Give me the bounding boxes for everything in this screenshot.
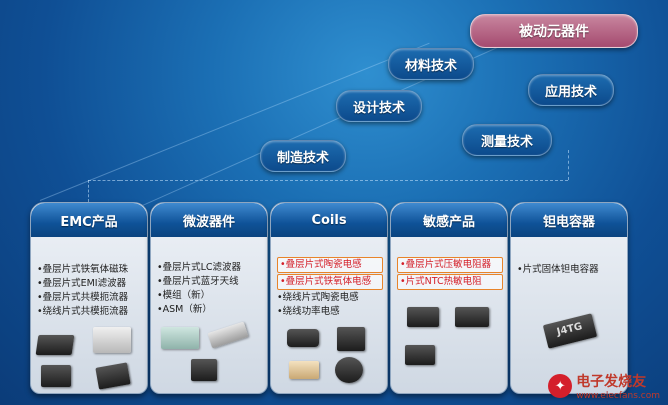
item-list: •叠层片式铁氧体磁珠 •叠层片式EMI滤波器 •叠层片式共模扼流器 •绕线片式共… (31, 263, 147, 319)
branch-label: 材料技术 (404, 58, 457, 74)
category-card-coils: Coils •叠层片式陶瓷电感 •叠层片式铁氧体电感 •绕线片式陶瓷电感 •绕线… (270, 202, 388, 394)
component-image (287, 329, 319, 347)
card-title: 敏感产品 (391, 203, 507, 237)
component-marking: J4TG (555, 321, 584, 338)
watermark-url: www.elecfans.com (576, 391, 660, 401)
component-image (35, 335, 75, 355)
component-image (335, 357, 363, 383)
list-item: •模组（新） (157, 290, 211, 301)
item-list: •片式固体钽电容器 (511, 263, 627, 277)
root-node: 被动元器件 (470, 14, 638, 48)
category-card-emc: EMC产品 •叠层片式铁氧体磁珠 •叠层片式EMI滤波器 •叠层片式共模扼流器 … (30, 202, 148, 394)
list-item: •叠层片式EMI滤波器 (37, 278, 127, 289)
branch-label: 制造技术 (276, 150, 329, 166)
item-list: •叠层片式LC滤波器 •叠层片式蓝牙天线 •模组（新） •ASM（新） (151, 261, 267, 317)
connector-line (88, 180, 120, 181)
component-image (455, 307, 489, 327)
branch-design: 设计技术 (336, 90, 422, 122)
card-title: Coils (271, 203, 387, 237)
branch-label: 应用技术 (544, 84, 597, 100)
branch-materials: 材料技术 (388, 48, 474, 80)
category-card-tantalum: 钽电容器 •片式固体钽电容器 J4TG (510, 202, 628, 394)
branch-label: 测量技术 (480, 134, 533, 150)
component-image (161, 327, 199, 349)
list-item: •叠层片式LC滤波器 (157, 262, 242, 273)
component-image (191, 359, 217, 381)
branch-application: 应用技术 (528, 74, 614, 106)
component-image (407, 307, 439, 327)
watermark: ✦ 电子发烧友 www.elecfans.com (548, 371, 660, 401)
list-item: •叠层片式铁氧体磁珠 (37, 264, 129, 275)
list-item: •片式固体钽电容器 (517, 264, 599, 275)
branch-measurement: 测量技术 (462, 124, 552, 156)
item-list: •叠层片式压敏电阻器 •片式NTC热敏电阻 (391, 257, 507, 290)
connector-line (88, 180, 89, 202)
branch-manufacturing: 制造技术 (260, 140, 346, 172)
card-title: 微波器件 (151, 203, 267, 237)
list-item: •绕线片式共模扼流器 (37, 306, 129, 317)
component-image (207, 321, 249, 349)
item-list: •叠层片式陶瓷电感 •叠层片式铁氧体电感 •绕线片式陶瓷电感 •绕线功率电感 (271, 257, 387, 319)
watermark-text-block: 电子发烧友 www.elecfans.com (576, 371, 660, 401)
category-card-microwave: 微波器件 •叠层片式LC滤波器 •叠层片式蓝牙天线 •模组（新） •ASM（新） (150, 202, 268, 394)
highlighted-item: •片式NTC热敏电阻 (397, 274, 503, 290)
highlighted-item: •叠层片式压敏电阻器 (397, 257, 503, 273)
component-image (337, 327, 365, 351)
watermark-title: 电子发烧友 (576, 374, 647, 390)
tantalum-capacitor-image: J4TG (542, 313, 598, 349)
highlighted-item: •叠层片式铁氧体电感 (277, 274, 383, 290)
list-item: •叠层片式蓝牙天线 (157, 276, 239, 287)
list-item: •绕线功率电感 (277, 306, 340, 317)
branch-label: 设计技术 (352, 100, 405, 116)
connector-line (568, 150, 569, 180)
component-image (41, 365, 71, 387)
component-image (95, 362, 131, 390)
card-title: EMC产品 (31, 203, 147, 237)
component-image (93, 327, 131, 353)
component-image (405, 345, 435, 365)
list-item: •叠层片式共模扼流器 (37, 292, 129, 303)
card-title: 钽电容器 (511, 203, 627, 237)
connector-line (120, 180, 568, 181)
highlighted-item: •叠层片式陶瓷电感 (277, 257, 383, 273)
component-image (289, 361, 319, 379)
list-item: •ASM（新） (157, 304, 212, 315)
category-card-sensors: 敏感产品 •叠层片式压敏电阻器 •片式NTC热敏电阻 (390, 202, 508, 394)
root-node-label: 被动元器件 (519, 24, 589, 40)
list-item: •绕线片式陶瓷电感 (277, 292, 359, 303)
watermark-logo-icon: ✦ (548, 374, 573, 398)
